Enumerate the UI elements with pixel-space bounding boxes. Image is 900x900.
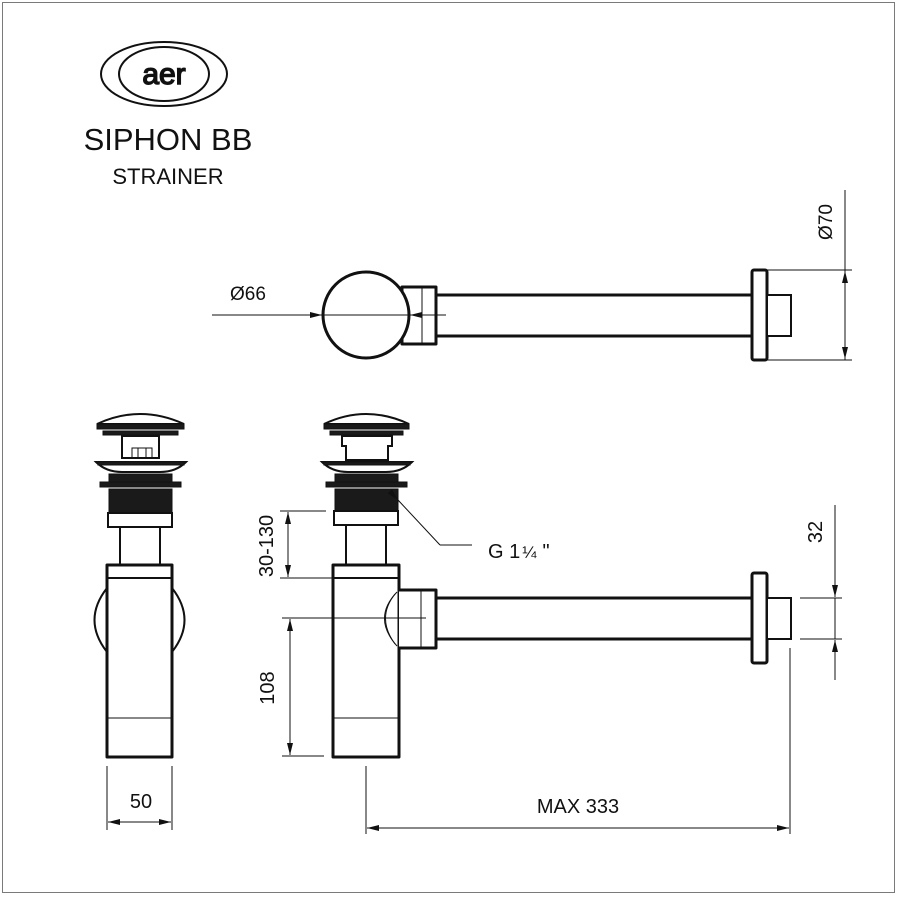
dim-max-length: MAX 333 [537, 796, 619, 818]
dim-side-width: 50 [130, 791, 152, 813]
dim-height-adjust: 30-130 [256, 515, 278, 577]
brand-logo: aer [100, 41, 228, 107]
side-view: 50 [93, 413, 189, 830]
product-subtitle: STRAINER [112, 164, 223, 189]
dim-outlet-height: 108 [257, 671, 279, 704]
dim-flange-diameter: Ø70 [816, 204, 837, 240]
logo-text: aer [142, 58, 185, 91]
dim-ball-diameter: Ø66 [230, 284, 266, 305]
product-title: SIPHON BB [84, 122, 253, 157]
dim-outlet-pipe: 32 [805, 521, 827, 543]
top-view: Ø66 Ø70 [212, 190, 852, 362]
